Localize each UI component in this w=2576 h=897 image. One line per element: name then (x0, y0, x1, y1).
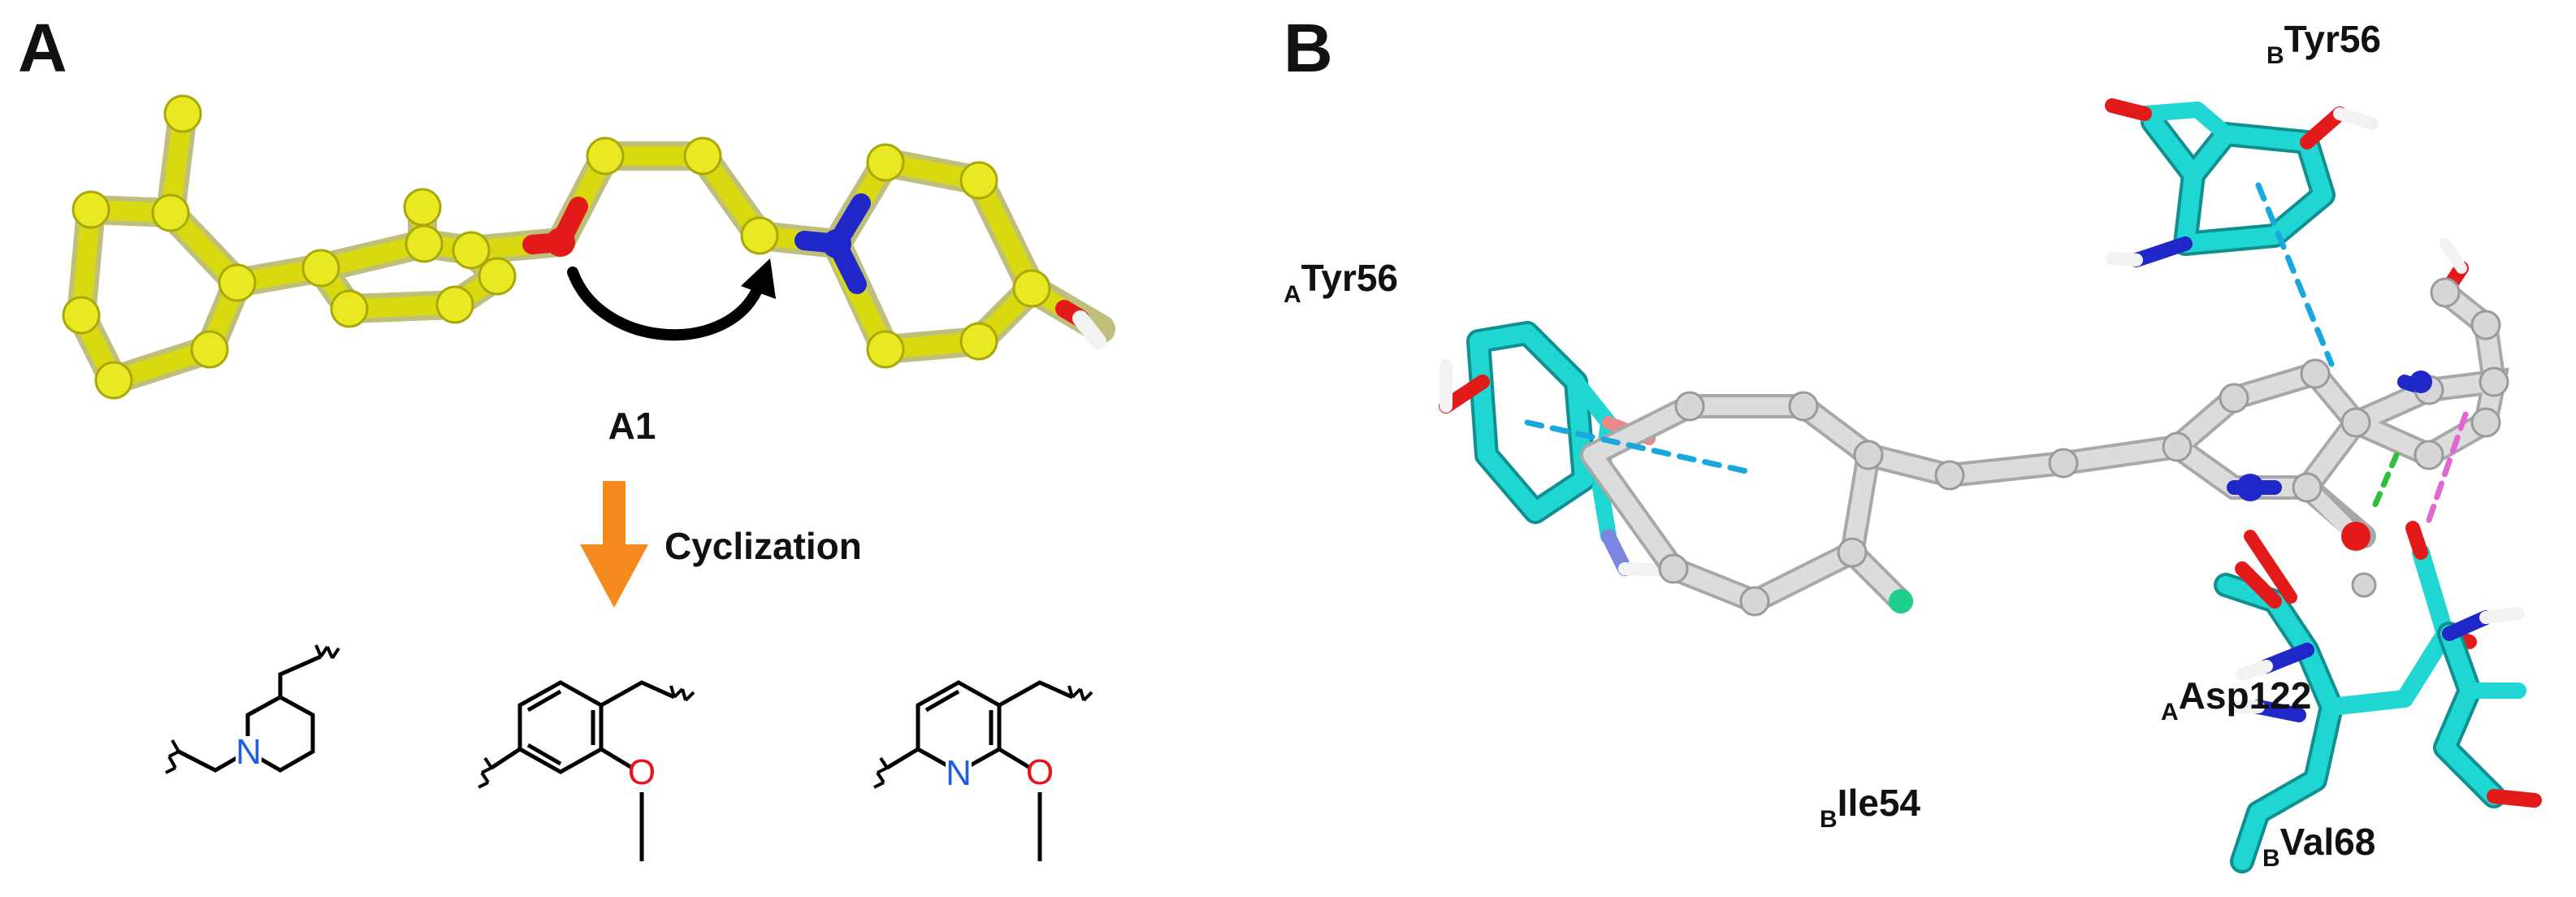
ionic-interaction (2426, 411, 2469, 523)
svg-text:BTyr56: BTyr56 (2266, 18, 2381, 69)
ligand-a1-ball-stick (62, 94, 1115, 400)
residue-name: Ile54 (1838, 782, 1921, 824)
pyridine-methoxy-group: O (1026, 752, 1054, 861)
chlorine-atom (1889, 589, 1913, 613)
nitrogen-atom (822, 229, 851, 258)
pi-stacking-a-tyr56 (1524, 419, 1750, 474)
residue-aasp122-bile54-sticks (2214, 521, 2477, 873)
protein-residues (1439, 98, 2542, 873)
pyridine-nitrogen-atom (2236, 474, 2264, 501)
panel-b: B (1251, 0, 2576, 897)
fragment-pyridine-methoxy (873, 680, 1093, 789)
ligand-oxygen-atom (2341, 522, 2370, 551)
fragment-benzene-methoxy (478, 680, 695, 789)
svg-text:AAsp122: AAsp122 (2161, 674, 2311, 726)
residue-name: Val68 (2280, 821, 2376, 863)
residue-btyr56-sticks (2105, 98, 2379, 267)
residue-label-bval68: BVal68 (2262, 821, 2375, 872)
ligand-docked-pose (1580, 238, 2509, 617)
cyclization-down-arrow (580, 481, 648, 608)
residue-name: Asp122 (2179, 674, 2312, 717)
panel-a-letter: A (18, 10, 67, 86)
panel-b-figure: B (1284, 10, 2542, 873)
hbond-asp122 (2369, 452, 2400, 515)
interactions (1524, 182, 2469, 523)
methoxy-oxygen: O (628, 752, 656, 792)
residue-label-btyr56: BTyr56 (2266, 18, 2381, 69)
svg-text:ATyr56: ATyr56 (1284, 257, 1398, 308)
panel-a: A (0, 0, 1251, 897)
compound-label: A1 (608, 405, 656, 447)
chain-subscript: B (2262, 845, 2280, 872)
methoxy-group: O (628, 752, 656, 861)
piperidine-nitrogen: N (236, 732, 262, 772)
panel-a-figure: A (18, 10, 1115, 861)
svg-text:BVal68: BVal68 (2262, 821, 2375, 872)
residue-name: Tyr56 (2284, 18, 2381, 60)
svg-text:BIle54: BIle54 (1820, 782, 1920, 833)
chain-subscript: A (2161, 699, 2179, 726)
chain-subscript: A (1284, 281, 1301, 308)
chain-subscript: B (1820, 806, 1838, 833)
residue-label-atyr56: ATyr56 (1284, 257, 1398, 308)
pyridine-nitrogen: N (946, 753, 972, 793)
chain-subscript: B (2266, 42, 2284, 69)
pi-stacking-b-tyr56 (2255, 182, 2335, 367)
residue-label-bile54: BIle54 (1820, 782, 1920, 833)
ligand-amine-nitrogen (2409, 370, 2432, 393)
residue-bval68-sticks (2433, 607, 2542, 808)
panel-b-letter: B (1284, 10, 1333, 86)
residue-label-aasp122: AAsp122 (2161, 674, 2311, 726)
cyclization-curved-arrow (567, 258, 776, 341)
oxygen-atom (546, 228, 575, 257)
cyclization-label: Cyclization (665, 525, 862, 567)
residue-name: Tyr56 (1301, 257, 1398, 299)
pyridine-methoxy-oxygen: O (1026, 752, 1054, 792)
